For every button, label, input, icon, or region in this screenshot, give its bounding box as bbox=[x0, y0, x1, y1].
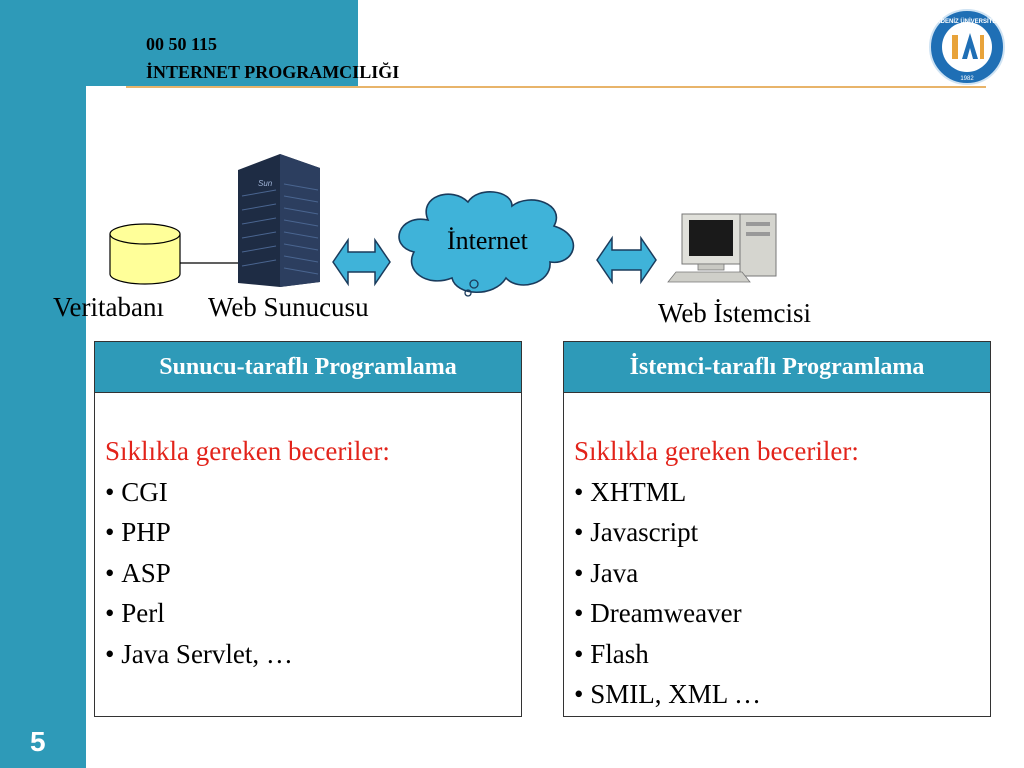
internet-label: İnternet bbox=[447, 226, 528, 255]
list-item: SMIL, XML … bbox=[574, 674, 990, 715]
course-code: 00 50 115 bbox=[146, 34, 218, 54]
header-band bbox=[86, 0, 358, 86]
server-side-box: Sunucu-taraflı Programlama Sıklıkla gere… bbox=[94, 341, 522, 717]
database-icon bbox=[109, 223, 181, 285]
list-item: PHP bbox=[105, 512, 521, 553]
list-item: Javascript bbox=[574, 512, 990, 553]
list-item: CGI bbox=[105, 472, 521, 513]
list-item: ASP bbox=[105, 553, 521, 594]
web-client-computer-icon bbox=[667, 213, 777, 283]
left-double-arrow-icon bbox=[332, 237, 391, 287]
left-sidebar-band bbox=[0, 0, 86, 768]
list-item: Java Servlet, … bbox=[105, 634, 521, 675]
list-item: XHTML bbox=[574, 472, 990, 513]
list-item: Java bbox=[574, 553, 990, 594]
database-label: Veritabanı bbox=[53, 292, 164, 322]
right-double-arrow-icon bbox=[596, 235, 657, 285]
server-side-title: Sunucu-taraflı Programlama bbox=[95, 342, 521, 393]
client-skills-list: XHTML Javascript Java Dreamweaver Flash … bbox=[574, 472, 990, 715]
list-item: Flash bbox=[574, 634, 990, 675]
server-brand: Sun bbox=[258, 179, 273, 188]
client-side-body: Sıklıkla gereken beceriler: XHTML Javasc… bbox=[564, 393, 990, 715]
list-item: Dreamweaver bbox=[574, 593, 990, 634]
client-side-title: İstemci-taraflı Programlama bbox=[564, 342, 990, 393]
client-side-box: İstemci-taraflı Programlama Sıklıkla ger… bbox=[563, 341, 991, 717]
web-server-icon: Sun bbox=[238, 154, 320, 287]
list-item: Perl bbox=[105, 593, 521, 634]
server-skills-list: CGI PHP ASP Perl Java Servlet, … bbox=[105, 472, 521, 675]
logo-text: AKDENİZ ÜNİVERSİTESİ bbox=[932, 18, 1002, 25]
web-server-label: Web Sunucusu bbox=[208, 292, 369, 322]
header-divider bbox=[126, 86, 986, 88]
server-skills-heading: Sıklıkla gereken beceriler: bbox=[105, 436, 390, 466]
slide-number: 5 bbox=[30, 726, 46, 757]
server-side-body: Sıklıkla gereken beceriler: CGI PHP ASP … bbox=[95, 393, 521, 674]
university-seal-icon: AKDENİZ ÜNİVERSİTESİ 1982 bbox=[929, 9, 1005, 85]
course-title: İNTERNET PROGRAMCILIĞI bbox=[146, 62, 400, 82]
content-corner bbox=[86, 86, 126, 120]
client-skills-heading: Sıklıkla gereken beceriler: bbox=[574, 436, 859, 466]
architecture-diagram: Sun bbox=[109, 154, 777, 297]
web-client-label: Web İstemcisi bbox=[658, 298, 812, 328]
logo-year: 1982 bbox=[960, 76, 974, 82]
internet-cloud-icon bbox=[398, 191, 575, 297]
